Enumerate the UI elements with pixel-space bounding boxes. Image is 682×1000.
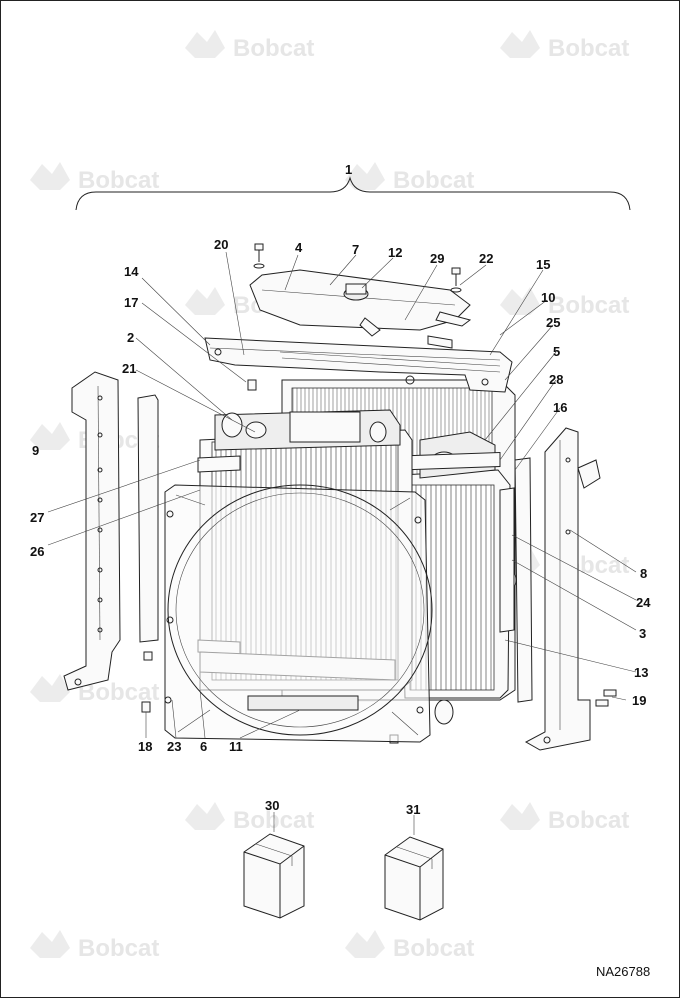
- callout-28: 28: [549, 372, 563, 387]
- drawing-reference-code: NA26788: [596, 964, 650, 979]
- callout-9: 9: [32, 443, 39, 458]
- callout-4: 4: [295, 240, 303, 255]
- callout-27: 27: [30, 510, 44, 525]
- svg-text:Bobcat: Bobcat: [548, 292, 629, 319]
- watermark-logo: Bobcat: [500, 30, 629, 62]
- fastener-bolt: [253, 243, 265, 269]
- callout-1: 1: [345, 162, 352, 177]
- callout-19: 19: [632, 693, 646, 708]
- callout-30: 30: [265, 798, 279, 813]
- watermark-logo: Bobcat: [500, 287, 629, 319]
- svg-text:Bobcat: Bobcat: [548, 807, 629, 834]
- svg-text:Bobcat: Bobcat: [233, 35, 314, 62]
- callout-labels: 1 20 4 7 12 29 22 15 14 10 17 25 2 5 21 …: [30, 162, 651, 817]
- svg-text:Bobcat: Bobcat: [78, 935, 159, 962]
- callout-17: 17: [124, 295, 138, 310]
- callout-13: 13: [634, 665, 648, 680]
- watermark-logo: Bobcat: [345, 930, 474, 962]
- callout-7: 7: [352, 242, 359, 257]
- fan-shroud: [164, 484, 433, 743]
- callout-12: 12: [388, 245, 402, 260]
- svg-text:Bobcat: Bobcat: [233, 807, 314, 834]
- callout-23: 23: [167, 739, 181, 754]
- right-foam-strip: [499, 457, 533, 703]
- callout-29: 29: [430, 251, 444, 266]
- callout-22: 22: [479, 251, 493, 266]
- callout-8: 8: [640, 566, 647, 581]
- callout-20: 20: [214, 237, 228, 252]
- callout-24: 24: [636, 595, 651, 610]
- callout-11: 11: [229, 739, 243, 754]
- callout-3: 3: [639, 626, 646, 641]
- assembly-brace: [75, 176, 631, 211]
- expansion-tank: [249, 269, 472, 349]
- callout-10: 10: [541, 290, 555, 305]
- svg-text:Bobcat: Bobcat: [78, 167, 159, 194]
- top-bracket: [204, 337, 513, 393]
- left-side-bracket: [63, 371, 121, 691]
- watermark-logo: Bobcat: [345, 162, 474, 194]
- callout-25: 25: [546, 315, 560, 330]
- svg-text:Bobcat: Bobcat: [393, 935, 474, 962]
- callout-14: 14: [124, 264, 139, 279]
- watermark-logo: Bobcat: [185, 802, 314, 834]
- leader-lines: [47, 251, 637, 835]
- left-foam-strip: [137, 394, 159, 643]
- callout-18: 18: [138, 739, 152, 754]
- fastener-bolt: [450, 267, 462, 293]
- callout-21: 21: [122, 361, 136, 376]
- carton-box: [384, 836, 444, 921]
- watermark-logo: Bobcat: [30, 930, 159, 962]
- carton-box: [243, 833, 305, 919]
- callout-31: 31: [406, 802, 420, 817]
- callout-26: 26: [30, 544, 44, 559]
- svg-text:Bobcat: Bobcat: [548, 35, 629, 62]
- watermark-logo: Bobcat: [30, 162, 159, 194]
- right-side-bracket: [524, 427, 601, 751]
- watermark-logo: Bobcat: [185, 30, 314, 62]
- callout-16: 16: [553, 400, 567, 415]
- callout-5: 5: [553, 344, 560, 359]
- svg-text:Bobcat: Bobcat: [393, 167, 474, 194]
- callout-15: 15: [536, 257, 550, 272]
- watermark-logo: Bobcat: [500, 802, 629, 834]
- callout-6: 6: [200, 739, 207, 754]
- callout-2: 2: [127, 330, 134, 345]
